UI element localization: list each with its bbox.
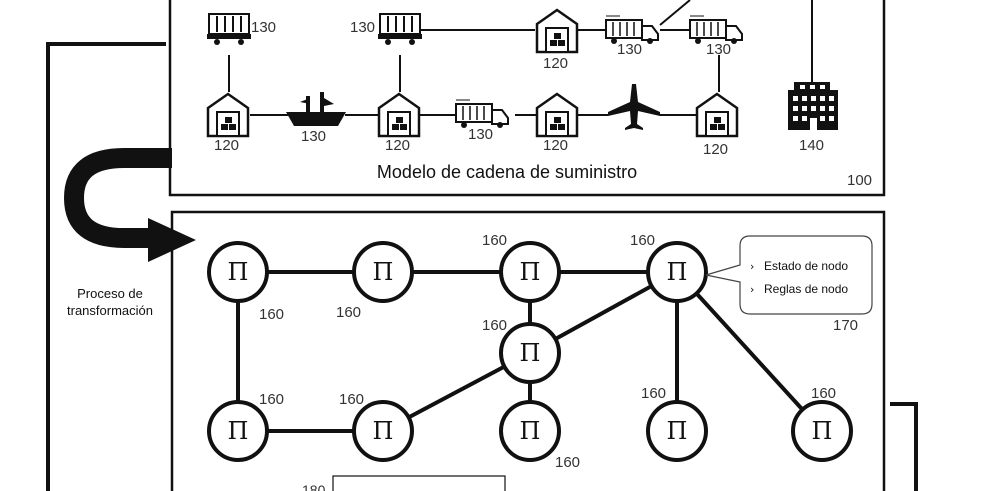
transformation-label: transformación [67,303,153,318]
callout-item-reglas: Reglas de nodo [764,282,848,296]
building-icon [788,82,838,130]
node-ref: 160 [641,385,666,402]
partial-ref-180: 180 [302,482,326,491]
airplane-icon [608,84,660,130]
graph-node: Π [646,400,708,462]
node-callout [705,235,873,315]
node-symbol: Π [520,258,541,286]
graph-node: Π [646,241,708,303]
node-symbol: Π [520,417,541,445]
graph-node: Π [207,400,269,462]
node-ref: 160 [339,391,364,408]
node-ref: 160 [259,391,284,408]
graph-node: Π [207,241,269,303]
transport-label: 130 [617,41,642,58]
supply-chain-labels: 130 130 130 130 120 120 130 120 130 120 … [214,19,824,158]
chevron-right-icon: › [750,283,754,296]
chevron-right-icon: › [750,260,754,273]
graph-panel [170,210,886,491]
node-ref: 160 [630,232,655,249]
node-ref: 160 [482,232,507,249]
node-ref: 160 [336,304,361,321]
node-symbol: Π [228,417,249,445]
warehouse-label: 120 [543,55,568,72]
graph-node: Π [352,241,414,303]
panel-ref-100: 100 [847,172,872,189]
graph-node: Π [791,400,853,462]
transformation-label: Proceso de [77,286,143,301]
node-symbol: Π [228,258,249,286]
transport-label: 130 [468,126,493,143]
warehouse-label: 120 [385,137,410,154]
callout-item-estado: Estado de nodo [764,259,848,273]
transport-label: 130 [251,19,276,36]
truck-icon [605,15,659,44]
node-ref: 160 [259,306,284,323]
warehouse-label: 120 [543,137,568,154]
truck-icon [689,15,743,44]
graph-node: Π [352,400,414,462]
transport-label: 130 [301,128,326,145]
supply-chain-links [228,0,813,116]
node-symbol: Π [520,339,541,367]
rail-car-icon [207,13,251,45]
partial-box [332,475,506,491]
transformation-arrow [63,148,172,248]
supply-chain-caption: Modelo de cadena de suministro [377,162,637,182]
graph-node: Π [499,322,561,384]
node-ref-labels: 160 160 160 160 160 160 160 160 160 160 [259,232,836,471]
ship-icon [286,92,346,126]
node-symbol: Π [373,417,394,445]
graph-node: Π [499,400,561,462]
rail-car-icon [378,13,422,45]
node-symbol: Π [667,258,688,286]
destination-label: 140 [799,137,824,154]
warehouse-icon [695,92,739,138]
warehouse-icon [535,8,579,54]
node-symbol: Π [667,417,688,445]
transport-label: 130 [350,19,375,36]
outer-frame-left [46,42,166,491]
node-ref: 160 [555,454,580,471]
node-symbol: Π [373,258,394,286]
warehouse-label: 120 [703,141,728,158]
warehouse-icon [206,92,250,138]
transport-label: 130 [706,41,731,58]
truck-icon [455,99,509,128]
warehouse-label: 120 [214,137,239,154]
outer-frame-right [890,402,918,491]
panel-ref-170: 170 [833,317,858,334]
warehouse-icon [535,92,579,138]
graph-node: Π [499,241,561,303]
node-ref: 160 [482,317,507,334]
node-symbol: Π [812,417,833,445]
warehouse-icon [377,92,421,138]
node-ref: 160 [811,385,836,402]
supply-chain-panel [168,0,886,197]
